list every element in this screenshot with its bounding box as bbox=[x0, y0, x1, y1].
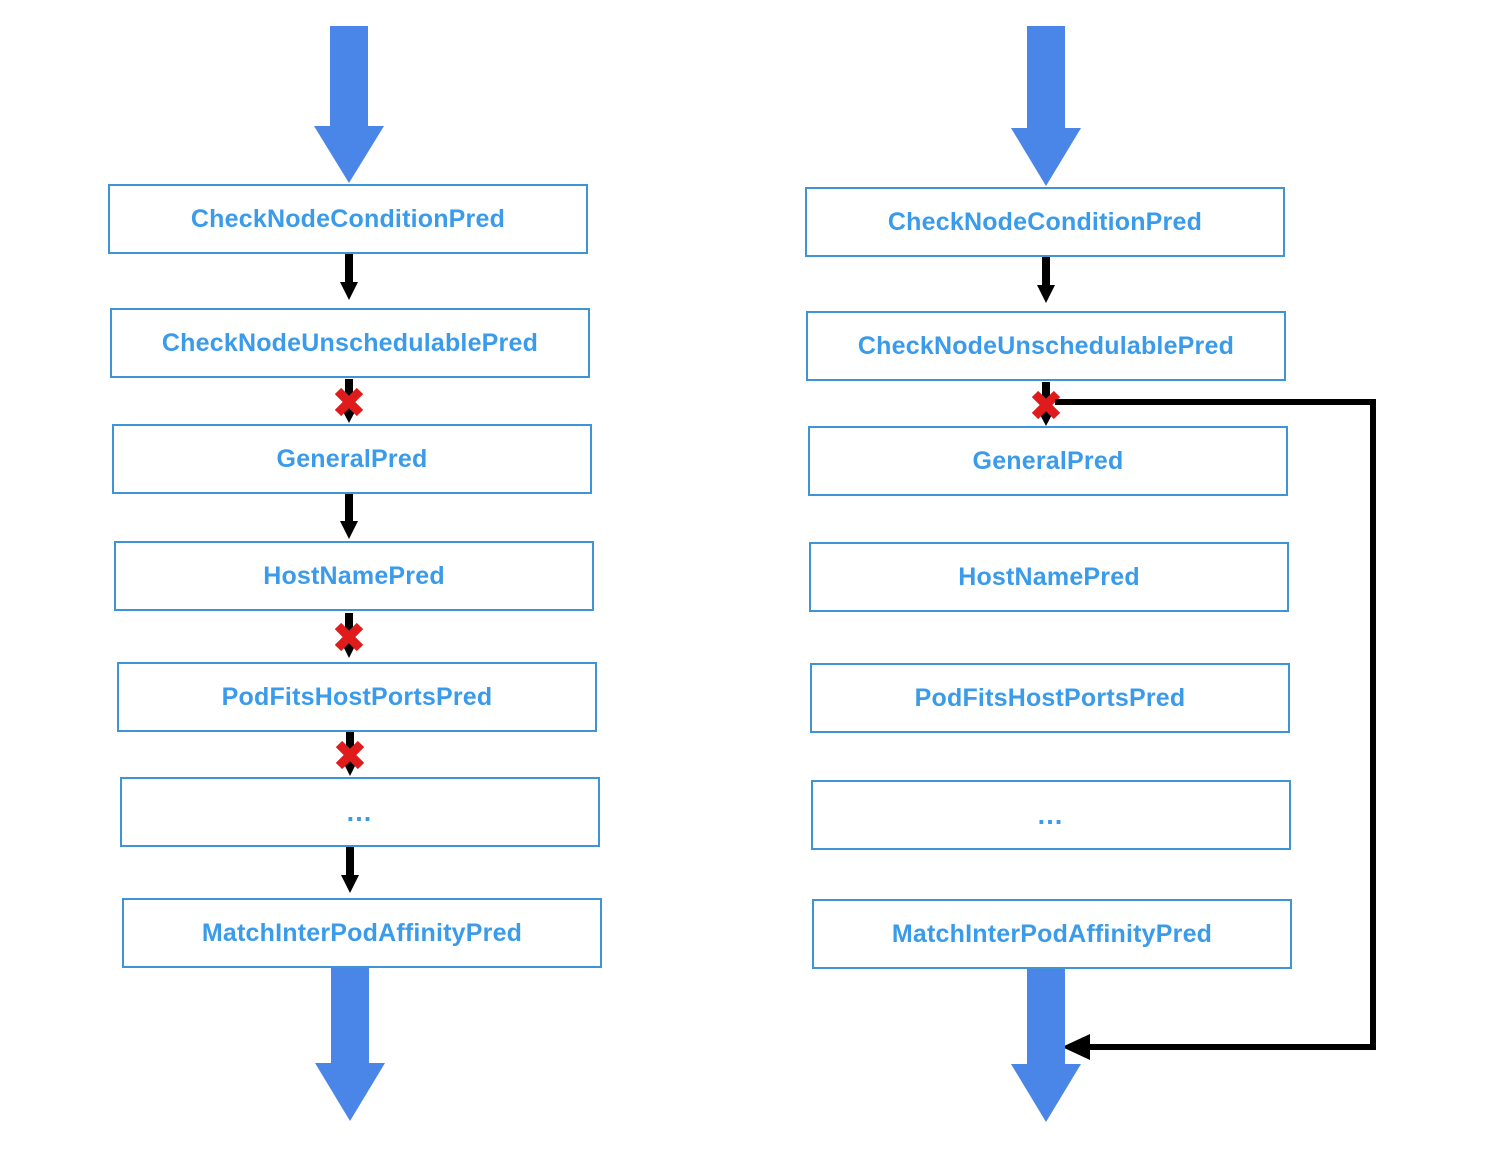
pred-box-ellipsis[interactable]: … bbox=[120, 777, 600, 847]
failure-x-icon bbox=[334, 622, 364, 652]
pred-box-podfitshostportspred[interactable]: PodFitsHostPortsPred bbox=[810, 663, 1290, 733]
pred-box-generalpred[interactable]: GeneralPred bbox=[112, 424, 592, 494]
pred-label: CheckNodeConditionPred bbox=[887, 207, 1203, 236]
right-pod-exits-arrow bbox=[1011, 967, 1081, 1122]
pred-label: … bbox=[1036, 799, 1066, 830]
pred-label: MatchInterPodAffinityPred bbox=[891, 919, 1213, 948]
pred-box-hostnamepred[interactable]: HostNamePred bbox=[114, 541, 594, 611]
left-pod-enters-arrow bbox=[314, 26, 384, 183]
failure-x-icon bbox=[334, 387, 364, 417]
pred-label: GeneralPred bbox=[972, 446, 1124, 475]
pred-label: PodFitsHostPortsPred bbox=[914, 683, 1186, 712]
left-connector-2 bbox=[334, 379, 364, 423]
failure-x-icon bbox=[335, 740, 365, 770]
pred-label: PodFitsHostPortsPred bbox=[221, 682, 493, 711]
pred-box-generalpred[interactable]: GeneralPred bbox=[808, 426, 1288, 496]
left-pod-exits-arrow bbox=[315, 966, 385, 1121]
pred-box-matchinterpodaffinitypred[interactable]: MatchInterPodAffinityPred bbox=[122, 898, 602, 968]
pred-box-checknodeunschedulablepred[interactable]: CheckNodeUnschedulablePred bbox=[806, 311, 1286, 381]
pred-label: MatchInterPodAffinityPred bbox=[201, 918, 523, 947]
left-connector-5 bbox=[335, 731, 365, 776]
pred-label: CheckNodeUnschedulablePred bbox=[857, 331, 1235, 360]
pred-box-checknodeunschedulablepred[interactable]: CheckNodeUnschedulablePred bbox=[110, 308, 590, 378]
right-pod-enters-arrow bbox=[1011, 26, 1081, 186]
pred-box-checknodeconditionpred[interactable]: CheckNodeConditionPred bbox=[108, 184, 588, 254]
pred-label: CheckNodeUnschedulablePred bbox=[161, 328, 539, 357]
right-connector-1 bbox=[1037, 256, 1055, 303]
pred-label: GeneralPred bbox=[276, 444, 428, 473]
pred-box-hostnamepred[interactable]: HostNamePred bbox=[809, 542, 1289, 612]
failure-x-icon bbox=[1031, 390, 1061, 420]
left-connector-1 bbox=[340, 253, 358, 300]
pred-label: … bbox=[345, 796, 375, 827]
pred-box-matchinterpodaffinitypred[interactable]: MatchInterPodAffinityPred bbox=[812, 899, 1292, 969]
pred-label: HostNamePred bbox=[958, 562, 1140, 591]
left-connector-3 bbox=[340, 494, 358, 539]
left-connector-6 bbox=[341, 846, 359, 893]
left-connector-4 bbox=[334, 613, 364, 658]
pred-box-podfitshostportspred[interactable]: PodFitsHostPortsPred bbox=[117, 662, 597, 732]
right-connector-2 bbox=[1031, 382, 1061, 426]
pred-box-ellipsis[interactable]: … bbox=[811, 780, 1291, 850]
pred-label: HostNamePred bbox=[263, 561, 445, 590]
pred-box-checknodeconditionpred[interactable]: CheckNodeConditionPred bbox=[805, 187, 1285, 257]
pred-label: CheckNodeConditionPred bbox=[190, 204, 506, 233]
